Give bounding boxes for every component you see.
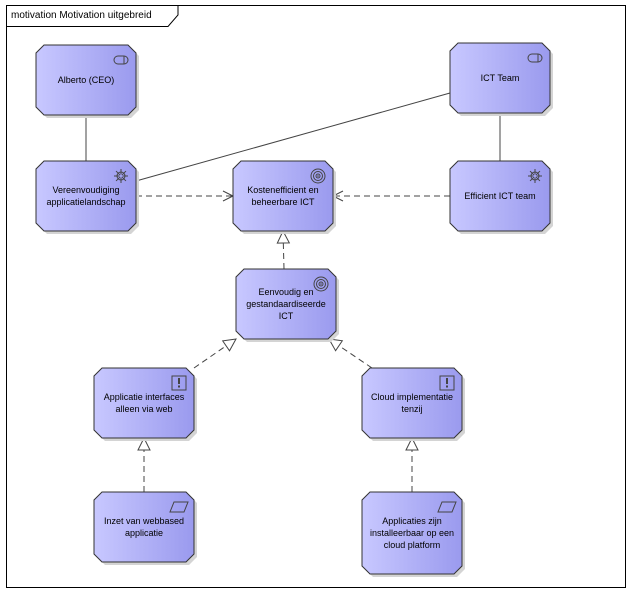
node-label-eenvoudig: Eenvoudig en gestandaardiseerde ICT [246,287,326,321]
principle-icon [171,375,187,391]
node-requirement-applicaties[interactable] [361,491,465,577]
relation-influence-vereenvoudiging-kosten[interactable] [136,190,235,202]
frame-title: motivation Motivation uitgebreid [11,10,152,21]
node-label-kosten: Kostenefficient en beheerbare ICT [247,185,319,207]
stakeholder-icon [527,53,543,63]
relation-realization-cloud-eenvoudig[interactable] [328,338,373,369]
node-driver-efficient[interactable] [449,160,553,234]
node-goal-kosten[interactable] [232,160,336,234]
relation-realization-eenvoudig-kosten[interactable] [276,229,291,270]
requirement-icon [437,501,457,513]
node-principle-applicatie[interactable] [93,367,197,441]
relation-realization-inzet-applicatie[interactable] [137,436,151,492]
node-label-vereenvoudiging: Vereenvoudiging applicatielandschap [46,185,126,207]
node-stakeholder-alberto[interactable] [35,44,139,118]
principle-icon [439,375,455,391]
node-principle-cloud[interactable] [361,367,465,441]
node-label-ictteam: ICT Team [480,73,520,83]
stakeholder-icon [113,55,129,65]
node-label-applicaties: Applicaties zijn installeerbaar op een c… [369,516,455,550]
relation-influence-efficient-kosten[interactable] [331,190,450,202]
node-label-applicatie: Applicatie interfaces alleen via web [103,392,185,414]
driver-icon [528,169,542,183]
node-stakeholder-ictteam[interactable] [449,42,553,116]
node-label-alberto: Alberto (CEO) [57,75,115,85]
driver-icon [114,169,128,183]
node-label-efficient: Efficient ICT team [464,191,536,201]
relation-realization-applicaties-cloud[interactable] [405,436,419,492]
node-label-inzet: Inzet van webbased applicatie [103,516,185,538]
requirement-icon [169,501,189,513]
relation-realization-applicatie-eenvoudig[interactable] [193,338,237,369]
goal-icon [313,276,329,292]
frame-title-tab [6,5,179,27]
node-label-cloud: Cloud implementatie tenzij [370,392,454,414]
node-requirement-inzet[interactable] [93,491,197,565]
node-goal-eenvoudig[interactable] [235,268,339,342]
relation-association-ictteam-vereenvoudiging[interactable] [135,92,451,182]
node-driver-vereenvoudiging[interactable] [35,160,139,234]
goal-icon [310,168,326,184]
